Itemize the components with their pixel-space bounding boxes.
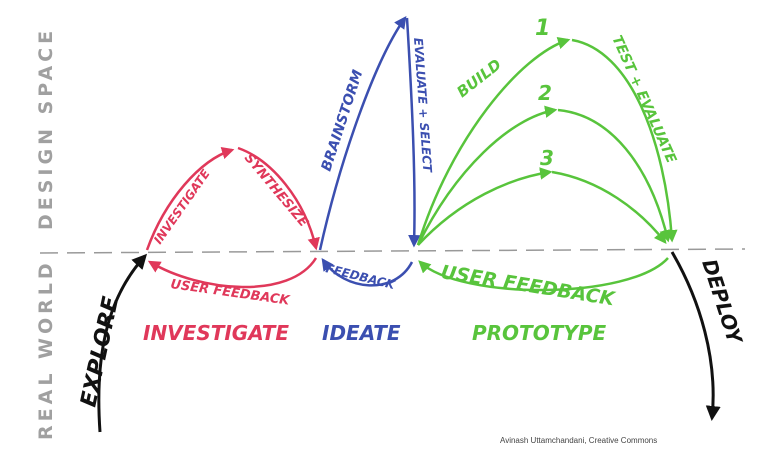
iteration-3-label: 3 [540,146,554,170]
evaluate-select-arrow [405,17,421,248]
deploy-arrow [670,251,721,421]
synthesize-label: SYNTHESIZE [241,151,311,230]
user-feedback-green-arrow [418,257,669,292]
credit-text: Avinash Uttamchandani, Creative Commons [500,436,657,445]
user-feedback-green-label: USER FEEDBACK [439,261,617,310]
design-real-divider [39,248,746,254]
build-arrow-3 [417,167,553,246]
investigate-small-label: INVESTIGATE [151,166,213,246]
build-arrow-2 [416,105,558,246]
explore-arrow [97,253,148,433]
iteration-1-label: 1 [535,16,550,41]
feedback-blue-arrow [321,257,414,287]
real-world-label: REAL WORLD [35,259,57,440]
build-arrow-1 [416,37,571,246]
test-evaluate-label: TEST + EVALUATE [608,33,679,166]
phase-ideate: IDEATE [322,321,401,345]
design-space-label: DESIGN SPACE [35,27,57,230]
test-evaluate-arrow-2 [557,108,672,243]
user-feedback-red-arrow [147,257,318,289]
test-evaluate-arrow-1 [571,38,678,243]
test-evaluate-arrow-3 [551,170,667,244]
investigate-arrow [145,147,235,251]
synthesize-arrow [237,146,320,251]
user-feedback-red-label: USER FEEDBACK [169,277,291,309]
iteration-2-label: 2 [538,81,552,105]
feedback-blue-label: FEEDBACK [324,261,398,292]
brainstorm-label: BRAINSTORM [319,68,367,173]
explore-label: EXPLORE [76,294,124,409]
phase-investigate: INVESTIGATE [143,321,289,345]
brainstorm-arrow [318,15,407,251]
phase-prototype: PROTOTYPE [472,321,606,345]
